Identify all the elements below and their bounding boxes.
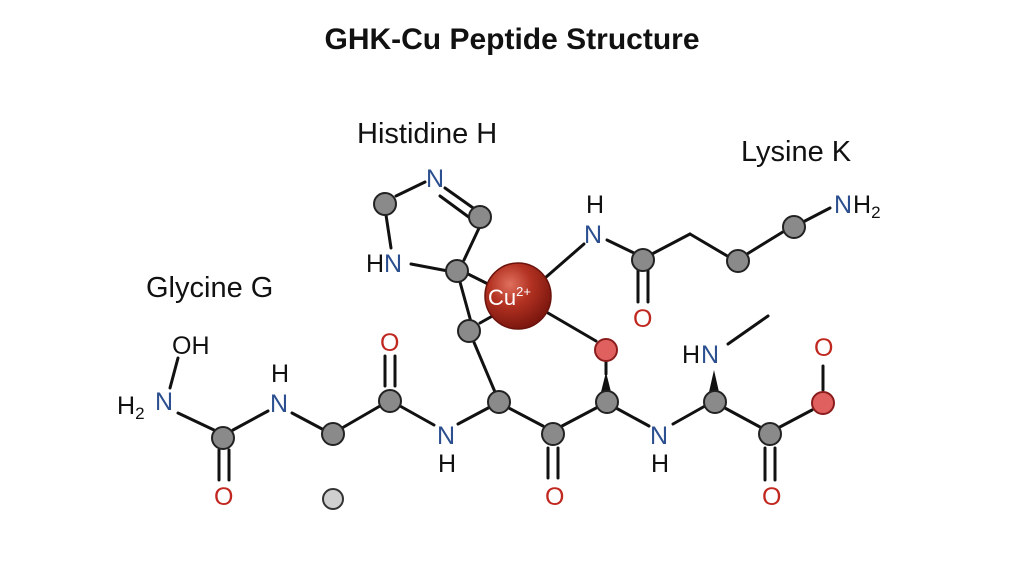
bond-ca-cb (471, 338, 497, 394)
hydrogen-label: H (438, 450, 456, 478)
carbon-node (468, 205, 492, 229)
atom-labels: OH H2 N O H N O N H O N H O H N O N H N … (117, 165, 881, 511)
oxygen-node (594, 338, 618, 362)
bond-ring-c-cg (462, 224, 482, 262)
copper-charge: 2+ (516, 284, 531, 299)
bond-n2-c2 (290, 411, 326, 432)
bond-cu-n-lys (543, 242, 586, 280)
carboxyl-oxygen-label: O (814, 334, 833, 362)
diagram-title: GHK-Cu Peptide Structure (324, 23, 699, 56)
carbon-node (457, 319, 481, 343)
hydroxyl-label: OH (172, 332, 210, 360)
nitrogen-label: N (155, 388, 173, 416)
hydrogen-label: H (586, 191, 604, 219)
copper-symbol: Cu (488, 285, 516, 310)
wedge-bond-nmethyl (709, 370, 719, 392)
bond-ring-cg-nh (409, 262, 450, 273)
bond-ring-n-c-a (443, 186, 478, 212)
bond-n5-ca (671, 404, 707, 426)
nitrogen-label: N (270, 390, 288, 418)
methylamine-h-label: H (682, 341, 700, 369)
bond-cb-cg (458, 280, 473, 324)
nitrogen-label: N (584, 221, 602, 249)
histidine-label: Histidine H (357, 118, 497, 150)
carbon-node (211, 426, 235, 450)
bond-ring-nh-c (384, 213, 393, 250)
bond-c1-n2 (231, 409, 270, 432)
wedge-bond-lys (601, 372, 611, 392)
bond-ca-n5 (614, 406, 651, 428)
glycine-label: Glycine G (146, 272, 273, 304)
subscript-2: 2 (871, 203, 880, 222)
bond-ring-n-c-b (438, 194, 472, 220)
hydrogen-node (322, 488, 344, 510)
bond-c2-c3 (340, 404, 382, 430)
bond-cg-cu (466, 272, 492, 287)
hydrogen-label: H (271, 360, 289, 388)
bond-cu-o (546, 311, 598, 343)
bond-ca-c-his (505, 405, 545, 428)
carbon-node (595, 390, 619, 414)
bond-n3-ca-his (456, 405, 492, 426)
bond-oh-n (168, 356, 180, 390)
bond-chain-3 (745, 228, 788, 256)
bond-chain-4 (801, 206, 832, 224)
bond-ca-c-term (721, 405, 762, 429)
copper-ion: Cu2+ (484, 262, 552, 330)
carbon-node (703, 390, 727, 414)
carbon-node (726, 249, 750, 273)
bonds (168, 180, 832, 482)
imidazole-nh-label: N (384, 250, 402, 278)
carbon-node (487, 390, 511, 414)
methylamine-n-label: N (701, 341, 719, 369)
bond-n-methyl (726, 314, 770, 346)
bond-nlys-c (605, 238, 636, 255)
amine-h2-label: H2 (117, 392, 145, 423)
copper-sphere (484, 262, 552, 330)
carbon-node (758, 422, 782, 446)
imidazole-h-label: H (366, 250, 384, 278)
oxygen-label: O (762, 483, 781, 511)
oxygen-label: O (214, 483, 233, 511)
oxygen-label: O (380, 329, 399, 357)
carbon-node (782, 215, 806, 239)
oxygen-label: O (633, 305, 652, 333)
bond-c-chain1 (650, 232, 692, 256)
bond-c3-n3 (398, 404, 436, 427)
subscript-2: 2 (135, 404, 144, 423)
hydrogen-label: H (651, 450, 669, 478)
carbon-node (321, 422, 345, 446)
carbon-node (631, 248, 655, 272)
nitrogen-label: N (650, 422, 668, 450)
carbon-node (541, 422, 565, 446)
carbon-node (378, 389, 402, 413)
oxygen-node (811, 391, 835, 415)
carbon-node (445, 259, 469, 283)
h-symbol: H (853, 191, 871, 219)
bond-nh2-c1 (176, 411, 216, 432)
nitrogen-label: N (437, 422, 455, 450)
bond-c-n4 (560, 405, 600, 428)
bond-ring-c-n (394, 180, 427, 198)
imidazole-nitrogen-label: N (426, 165, 444, 193)
lysine-label: Lysine K (741, 136, 852, 168)
bond-chain-2 (688, 232, 731, 259)
h-symbol: H (117, 392, 135, 420)
svg-text:Cu2+: Cu2+ (488, 284, 531, 310)
oxygen-label: O (545, 483, 564, 511)
terminal-nitrogen-label: N (834, 191, 852, 219)
atom-nodes (211, 192, 835, 510)
bond-c-o-carboxyl (776, 408, 814, 430)
terminal-h2-label: H2 (853, 191, 881, 222)
carbon-node (373, 192, 397, 216)
